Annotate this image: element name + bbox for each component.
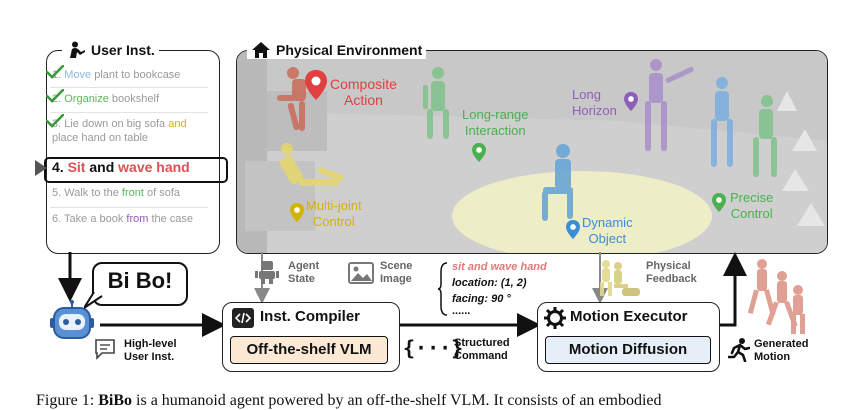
motion-executor-title: Motion Executor	[570, 308, 688, 325]
command-more: ......	[452, 305, 471, 317]
long-horizon-pin-icon	[624, 92, 638, 111]
generated-motion-figures	[748, 259, 805, 334]
person-reading-icon	[70, 41, 85, 58]
instruction-text: bookshelf	[108, 93, 160, 105]
user-inst-title-text: User Inst.	[91, 42, 155, 58]
speech-text: Bi Bo!	[107, 268, 173, 293]
environment-panel	[236, 50, 828, 254]
current-pointer-icon	[35, 160, 47, 176]
instruction-number: 2.	[52, 93, 65, 105]
figure-caption: Figure 1: BiBo is a humanoid agent power…	[36, 392, 662, 410]
instruction-text: of sofa	[143, 187, 180, 199]
instruction-number: 4.	[52, 159, 68, 175]
humanoid-long-horizon	[645, 59, 694, 151]
instruction-divider	[50, 112, 208, 113]
command-location: location: (1, 2)	[452, 277, 527, 289]
speech-tail-icon	[84, 292, 103, 309]
current-instruction-box[interactable]	[44, 157, 228, 183]
user-inst-panel	[46, 50, 220, 254]
instruction-item[interactable]: 3. Lie down on big sofa and place hand on…	[52, 117, 187, 145]
instruction-text: from	[126, 213, 149, 225]
house-icon	[252, 42, 270, 58]
humanoid-precise	[753, 95, 777, 177]
code-icon	[232, 308, 254, 328]
inst-compiler-title: Inst. Compiler	[260, 308, 361, 325]
instruction-text: Take a book	[64, 213, 127, 225]
command-brace	[438, 262, 448, 316]
instruction-divider	[50, 87, 208, 88]
scene-image-icon	[348, 262, 374, 284]
instruction-text: place hand on table	[52, 132, 149, 144]
instruction-item[interactable]: 2. Organize bookshelf	[52, 92, 159, 106]
humanoid-composite	[277, 67, 306, 131]
multi-joint-pin-icon	[290, 203, 304, 222]
instruction-text: Sit	[67, 159, 86, 175]
instruction-number: 3.	[52, 118, 65, 130]
chat-icon	[95, 339, 115, 360]
user-inst-title: User Inst.	[62, 41, 159, 59]
environment-scene	[237, 51, 827, 253]
gear-icon	[544, 307, 566, 329]
humanoid-multi-joint	[279, 143, 345, 186]
vlm-badge: Off-the-shelf VLM	[230, 336, 388, 364]
check-icon	[46, 114, 64, 128]
instruction-divider	[50, 207, 208, 208]
humanoid-long-range	[423, 67, 449, 139]
precise-pin-icon	[712, 193, 726, 212]
robot-icon	[50, 300, 94, 339]
instruction-item[interactable]: 4. Sit and wave hand	[52, 160, 190, 174]
speech-bubble	[92, 262, 188, 306]
caption-rest: is a humanoid agent powered by an off-th…	[132, 392, 662, 409]
instruction-item[interactable]: 1. Move plant to bookcase	[52, 68, 180, 82]
humanoid-blue-right	[711, 77, 733, 167]
instruction-number: 6.	[52, 213, 65, 225]
instruction-text: and	[85, 159, 119, 175]
long-range-pin-icon	[472, 143, 486, 162]
instruction-text: and	[168, 118, 187, 130]
instruction-text: the case	[148, 213, 194, 225]
instruction-text: Walk to the	[64, 187, 122, 199]
instruction-item[interactable]: 6. Take a book from the case	[52, 212, 193, 226]
structured-command-icon: {···}	[403, 336, 464, 360]
instruction-text: Lie down on big sofa	[64, 118, 169, 130]
instruction-text: Move	[64, 69, 92, 81]
caption-bold: BiBo	[98, 392, 133, 409]
instruction-text: front	[121, 187, 144, 199]
environment-title: Physical Environment	[247, 41, 427, 59]
running-person-icon	[728, 338, 750, 362]
environment-title-text: Physical Environment	[276, 42, 423, 58]
humanoid-dynamic	[542, 144, 573, 221]
command-title: sit and wave hand	[452, 261, 547, 273]
agent-state-icon	[255, 261, 279, 284]
instruction-text: Organize	[64, 93, 109, 105]
composite-pin-icon	[305, 70, 327, 100]
check-icon	[46, 89, 64, 103]
caption-prefix: Figure 1:	[36, 392, 99, 409]
instruction-number: 5.	[52, 187, 65, 199]
physical-feedback-icon	[600, 260, 640, 296]
dynamic-pin-icon	[566, 220, 580, 239]
motion-diffusion-badge: Motion Diffusion	[545, 336, 711, 364]
command-facing: facing: 90 °	[452, 293, 511, 305]
instruction-text: wave hand	[118, 159, 190, 175]
instruction-number: 1.	[52, 69, 65, 81]
check-icon	[46, 65, 64, 79]
instruction-text: plant to bookcase	[91, 69, 181, 81]
instruction-item[interactable]: 5. Walk to the front of sofa	[52, 186, 180, 200]
